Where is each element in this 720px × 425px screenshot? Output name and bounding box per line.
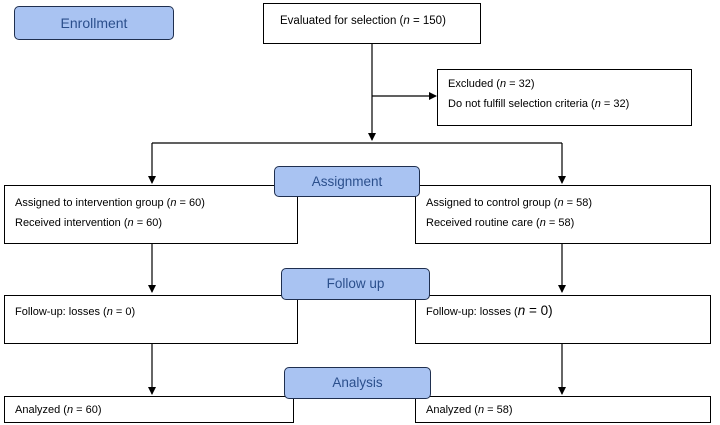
excluded-n: n	[499, 78, 507, 90]
criteria-label: Do not fulfill selection criteria (	[448, 98, 595, 110]
intervention-followup-box: Follow-up: losses (n = 0)	[4, 295, 298, 344]
intervention-followup-value: = 0)	[112, 306, 136, 318]
stage-assignment: Assignment	[274, 166, 420, 197]
control-analyzed-box: Analyzed (n = 58)	[415, 396, 711, 423]
intervention-received-label: Received intervention (	[15, 217, 128, 229]
intervention-analyzed-n: n	[66, 404, 74, 416]
intervention-received-value: = 60)	[133, 217, 163, 229]
criteria-n: n	[594, 98, 601, 110]
control-received-label: Received routine care (	[426, 217, 540, 229]
control-assigned-line: Assigned to control group (n = 58)	[426, 196, 710, 210]
intervention-analyzed-line: Analyzed (n = 60)	[15, 403, 293, 417]
intervention-assigned-n: n	[170, 197, 177, 209]
intervention-assigned-value: = 60)	[176, 197, 205, 209]
evaluated-line: Evaluated for selection (n = 150)	[280, 14, 480, 28]
control-assigned-value: = 58)	[563, 197, 593, 209]
intervention-followup-line: Follow-up: losses (n = 0)	[15, 305, 297, 319]
intervention-followup-label: Follow-up: losses (	[15, 306, 107, 318]
evaluated-value: = 150)	[409, 15, 446, 27]
control-followup-line: Follow-up: losses (n = 0)	[426, 304, 710, 319]
excluded-label: Excluded (	[448, 78, 500, 90]
stage-enrollment: Enrollment	[14, 6, 174, 40]
control-followup-box: Follow-up: losses (n = 0)	[415, 295, 711, 344]
control-analyzed-n: n	[477, 404, 485, 416]
intervention-assigned-line: Assigned to intervention group (n = 60)	[15, 196, 297, 210]
control-analyzed-value: = 58)	[484, 404, 513, 416]
intervention-analyzed-box: Analyzed (n = 60)	[4, 396, 294, 423]
stage-analysis: Analysis	[284, 367, 431, 399]
control-assigned-box: Assigned to control group (n = 58) Recei…	[415, 185, 711, 244]
excluded-box: Excluded (n = 32) Do not fulfill selecti…	[437, 69, 692, 126]
intervention-analyzed-label: Analyzed (	[15, 404, 67, 416]
control-received-line: Received routine care (n = 58)	[426, 216, 710, 230]
control-followup-value: = 0)	[525, 303, 553, 318]
evaluated-n: n	[403, 15, 410, 27]
control-received-value: = 58)	[545, 217, 575, 229]
intervention-analyzed-value: = 60)	[73, 404, 102, 416]
control-assigned-n: n	[557, 197, 564, 209]
control-analyzed-label: Analyzed (	[426, 404, 478, 416]
stage-enrollment-label: Enrollment	[60, 15, 128, 31]
excluded-value: = 32)	[506, 78, 535, 90]
criteria-value: = 32)	[600, 98, 630, 110]
intervention-assigned-label: Assigned to intervention group (	[15, 197, 171, 209]
control-followup-label: Follow-up: losses (	[426, 306, 518, 318]
evaluated-label: Evaluated for selection (	[280, 15, 404, 27]
stage-assignment-label: Assignment	[311, 174, 383, 189]
stage-follow-up: Follow up	[281, 268, 430, 300]
excluded-line-1: Excluded (n = 32)	[448, 77, 691, 91]
control-followup-n: n	[517, 303, 526, 318]
intervention-received-line: Received intervention (n = 60)	[15, 216, 297, 230]
control-analyzed-line: Analyzed (n = 58)	[426, 403, 710, 417]
intervention-received-n: n	[127, 217, 134, 229]
intervention-assigned-box: Assigned to intervention group (n = 60) …	[4, 185, 298, 244]
excluded-line-2: Do not fulfill selection criteria (n = 3…	[448, 97, 691, 111]
evaluated-box: Evaluated for selection (n = 150)	[263, 3, 481, 44]
stage-analysis-label: Analysis	[332, 375, 383, 390]
stage-follow-up-label: Follow up	[326, 276, 385, 291]
intervention-followup-n: n	[106, 306, 113, 318]
control-assigned-label: Assigned to control group (	[426, 197, 558, 209]
control-received-n: n	[539, 217, 546, 229]
